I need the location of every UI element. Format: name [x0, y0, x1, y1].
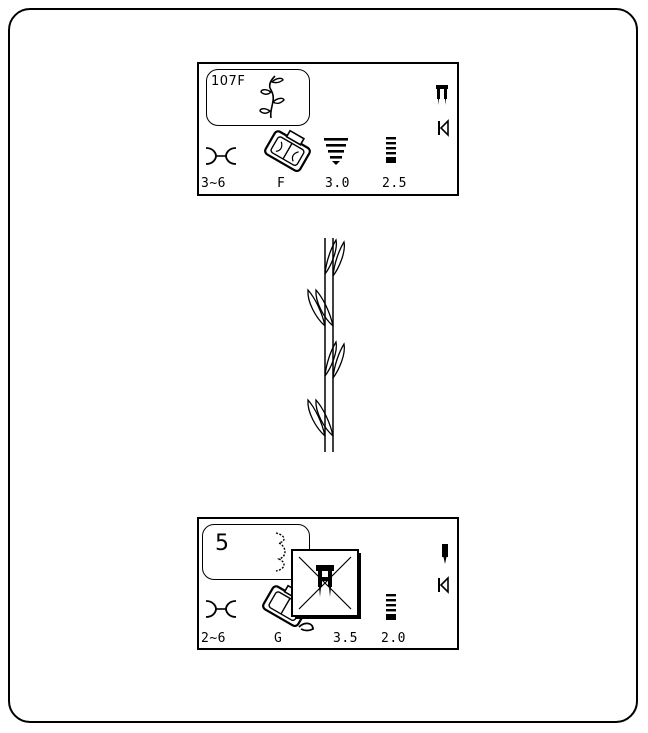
- pattern-number: 107F: [211, 74, 245, 89]
- stitch-length-icon: [384, 593, 398, 623]
- lcd-screen-single-needle: 5: [197, 517, 459, 650]
- lcd-screen-twin-needle: 107F: [197, 62, 459, 196]
- tension-range-value: 2~6: [201, 632, 226, 645]
- stitch-length-icon: [384, 136, 398, 166]
- twin-needle-stitch-illustration: [300, 236, 360, 456]
- single-needle-icon: [441, 543, 449, 565]
- thread-tension-icon: [203, 597, 239, 621]
- reverse-stitch-icon: [437, 120, 449, 136]
- stitch-width-value: 3.5: [333, 632, 358, 645]
- presser-foot-value: G: [274, 632, 282, 645]
- stitch-length-value: 2.0: [381, 632, 406, 645]
- thread-tension-icon: [203, 144, 239, 168]
- tension-range-value: 3~6: [201, 177, 226, 190]
- twin-needle-icon: [435, 84, 449, 106]
- leaf-stitch-pattern-icon: [259, 74, 289, 120]
- stitch-width-value: 3.0: [325, 177, 350, 190]
- twin-needle-prohibited-icon: [291, 549, 363, 621]
- stitch-length-value: 2.5: [382, 177, 407, 190]
- pattern-selection-box: 107F: [206, 69, 310, 126]
- presser-foot-value: F: [277, 177, 285, 190]
- scallop-stitch-pattern-icon: [273, 531, 293, 573]
- pattern-number: 5: [215, 531, 230, 556]
- reverse-stitch-icon: [437, 577, 449, 593]
- presser-foot-icon: [257, 130, 317, 174]
- stitch-width-icon: [323, 136, 349, 166]
